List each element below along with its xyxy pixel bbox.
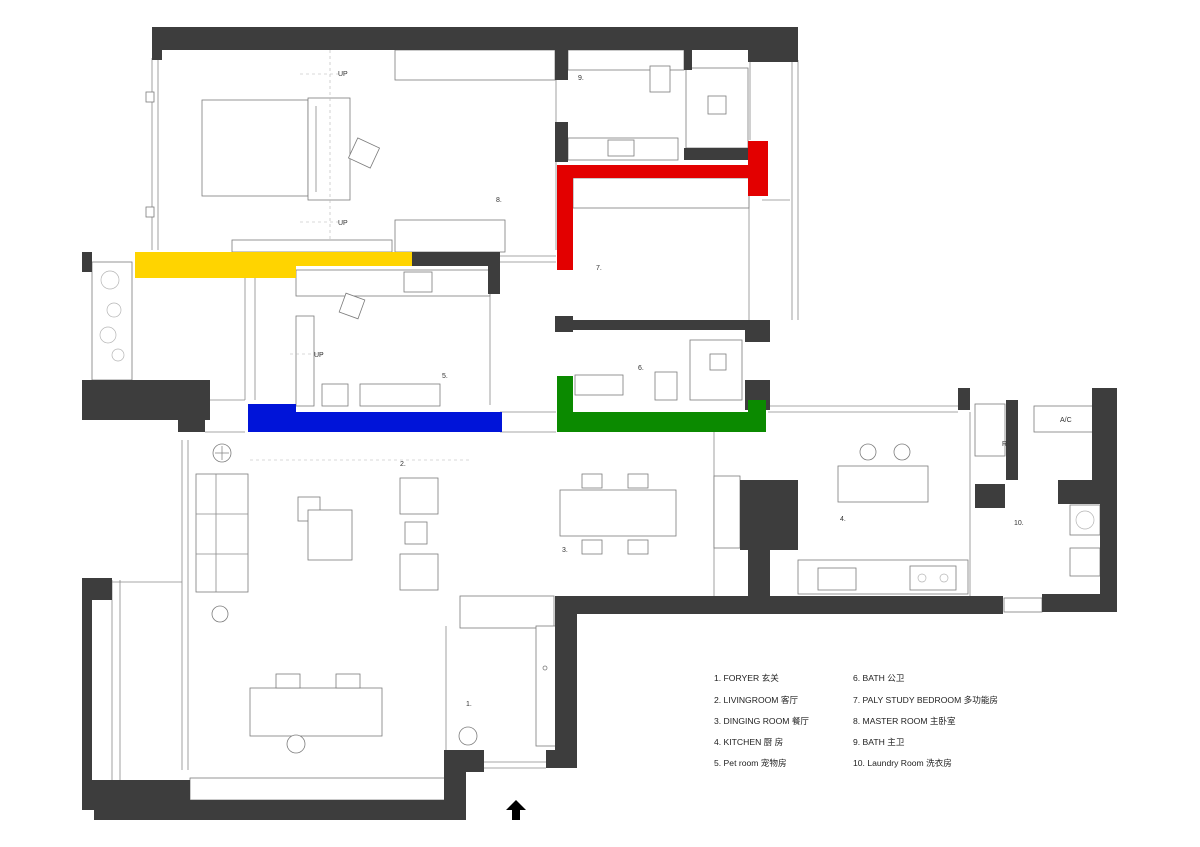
blue-block bbox=[248, 404, 502, 432]
legend-item: 8. MASTER ROOM 主卧室 bbox=[853, 715, 956, 726]
fridge-label: R bbox=[1002, 441, 1007, 448]
room-number-1: 1. bbox=[466, 701, 472, 708]
legend-item: 3. DINGING ROOM 餐厅 bbox=[714, 716, 809, 726]
legend-item: 1. FORYER 玄关 bbox=[714, 672, 779, 683]
legend-item: 7. PALY STUDY BEDROOM 多功能房 bbox=[853, 694, 998, 705]
room-number-5: 5. bbox=[442, 373, 448, 380]
room-number-8: 8. bbox=[496, 197, 502, 204]
legend-item: 10. Laundry Room 洗衣房 bbox=[853, 757, 952, 768]
up-label: UP bbox=[338, 220, 348, 227]
legend-item: 4. KITCHEN 厨 房 bbox=[714, 736, 783, 747]
legend-item: 6. BATH 公卫 bbox=[853, 673, 905, 683]
walls bbox=[82, 27, 1117, 820]
legend-item: 9. BATH 主卫 bbox=[853, 736, 905, 747]
legend: 1. FORYER 玄关 2. LIVINGROOM 客厅 3. DINGING… bbox=[714, 672, 998, 768]
up-arrow-icon bbox=[506, 800, 526, 820]
room-number-3: 3. bbox=[562, 547, 568, 554]
ac-label: A/C bbox=[1060, 417, 1072, 424]
green-block bbox=[557, 376, 766, 432]
room-number-6: 6. bbox=[638, 365, 644, 372]
room-number-4: 4. bbox=[840, 516, 846, 523]
up-label: UP bbox=[338, 71, 348, 78]
room-number-10: 10. bbox=[1014, 520, 1024, 527]
color-blocks bbox=[135, 141, 768, 432]
room-number-9: 9. bbox=[578, 75, 584, 82]
room-number-2: 2. bbox=[400, 461, 406, 468]
interior-lines bbox=[91, 49, 1101, 801]
legend-item: 2. LIVINGROOM 客厅 bbox=[714, 694, 798, 705]
red-block bbox=[557, 141, 768, 270]
legend-item: 5. Pet room 宠物房 bbox=[714, 757, 787, 768]
room-number-7: 7. bbox=[596, 265, 602, 272]
up-label: UP bbox=[314, 352, 324, 359]
room-numbers: 1. 2. 3. 4. 5. 6. 7. 8. 9. 10. UP UP UP … bbox=[314, 71, 1072, 708]
yellow-block bbox=[135, 252, 412, 278]
